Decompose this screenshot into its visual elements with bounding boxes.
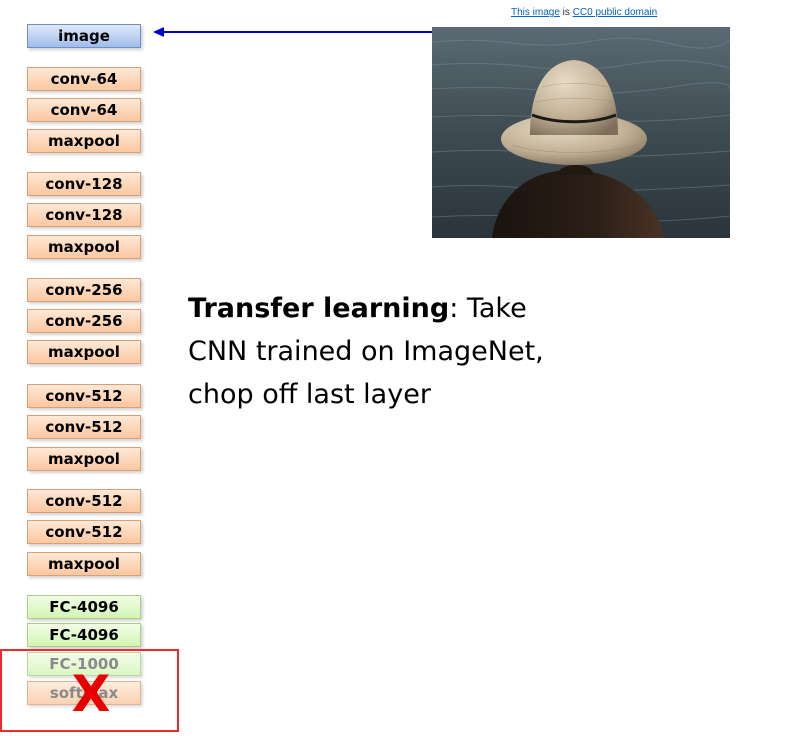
caption-line-1: Transfer learning: Take xyxy=(188,287,668,330)
hat-person-photo xyxy=(432,27,730,238)
caption-line-3: chop off last layer xyxy=(188,379,431,410)
layer-conv-128-1: conv-128 xyxy=(27,172,141,196)
layer-conv-512-4: conv-512 xyxy=(27,520,141,544)
remove-x-mark: X xyxy=(71,665,111,723)
layer-maxpool-1: maxpool xyxy=(27,129,141,153)
input-arrow xyxy=(153,27,435,37)
image-credit: This image is CC0 public domain xyxy=(511,7,657,18)
caption-bold-term: Transfer learning xyxy=(188,293,450,324)
cc0-license-link[interactable]: CC0 public domain xyxy=(572,7,658,18)
layer-maxpool-5: maxpool xyxy=(27,552,141,576)
this-image-link[interactable]: This image xyxy=(511,7,560,18)
layer-conv-512-2: conv-512 xyxy=(27,415,141,439)
layer-conv-512-1: conv-512 xyxy=(27,384,141,408)
layer-maxpool-2: maxpool xyxy=(27,235,141,259)
layer-conv-128-2: conv-128 xyxy=(27,203,141,227)
layer-conv-64-1: conv-64 xyxy=(27,67,141,91)
layer-softmax-removed: softmax xyxy=(27,681,141,705)
caption-line-2: CNN trained on ImageNet, xyxy=(188,336,544,367)
removed-layers-box xyxy=(0,649,179,732)
layer-fc-4096-1: FC-4096 xyxy=(27,595,141,619)
layer-conv-64-2: conv-64 xyxy=(27,98,141,122)
layer-fc-1000-removed: FC-1000 xyxy=(27,652,141,676)
caption-text: Transfer learning: Take CNN trained on I… xyxy=(188,287,668,416)
layer-conv-256-2: conv-256 xyxy=(27,309,141,333)
layer-conv-256-1: conv-256 xyxy=(27,278,141,302)
layer-maxpool-3: maxpool xyxy=(27,340,141,364)
layer-maxpool-4: maxpool xyxy=(27,447,141,471)
layer-conv-512-3: conv-512 xyxy=(27,489,141,513)
layer-fc-4096-2: FC-4096 xyxy=(27,623,141,647)
input-layer-image: image xyxy=(27,24,141,48)
credit-separator: is xyxy=(559,7,573,18)
caption-line-1-rest: : Take xyxy=(449,293,527,324)
